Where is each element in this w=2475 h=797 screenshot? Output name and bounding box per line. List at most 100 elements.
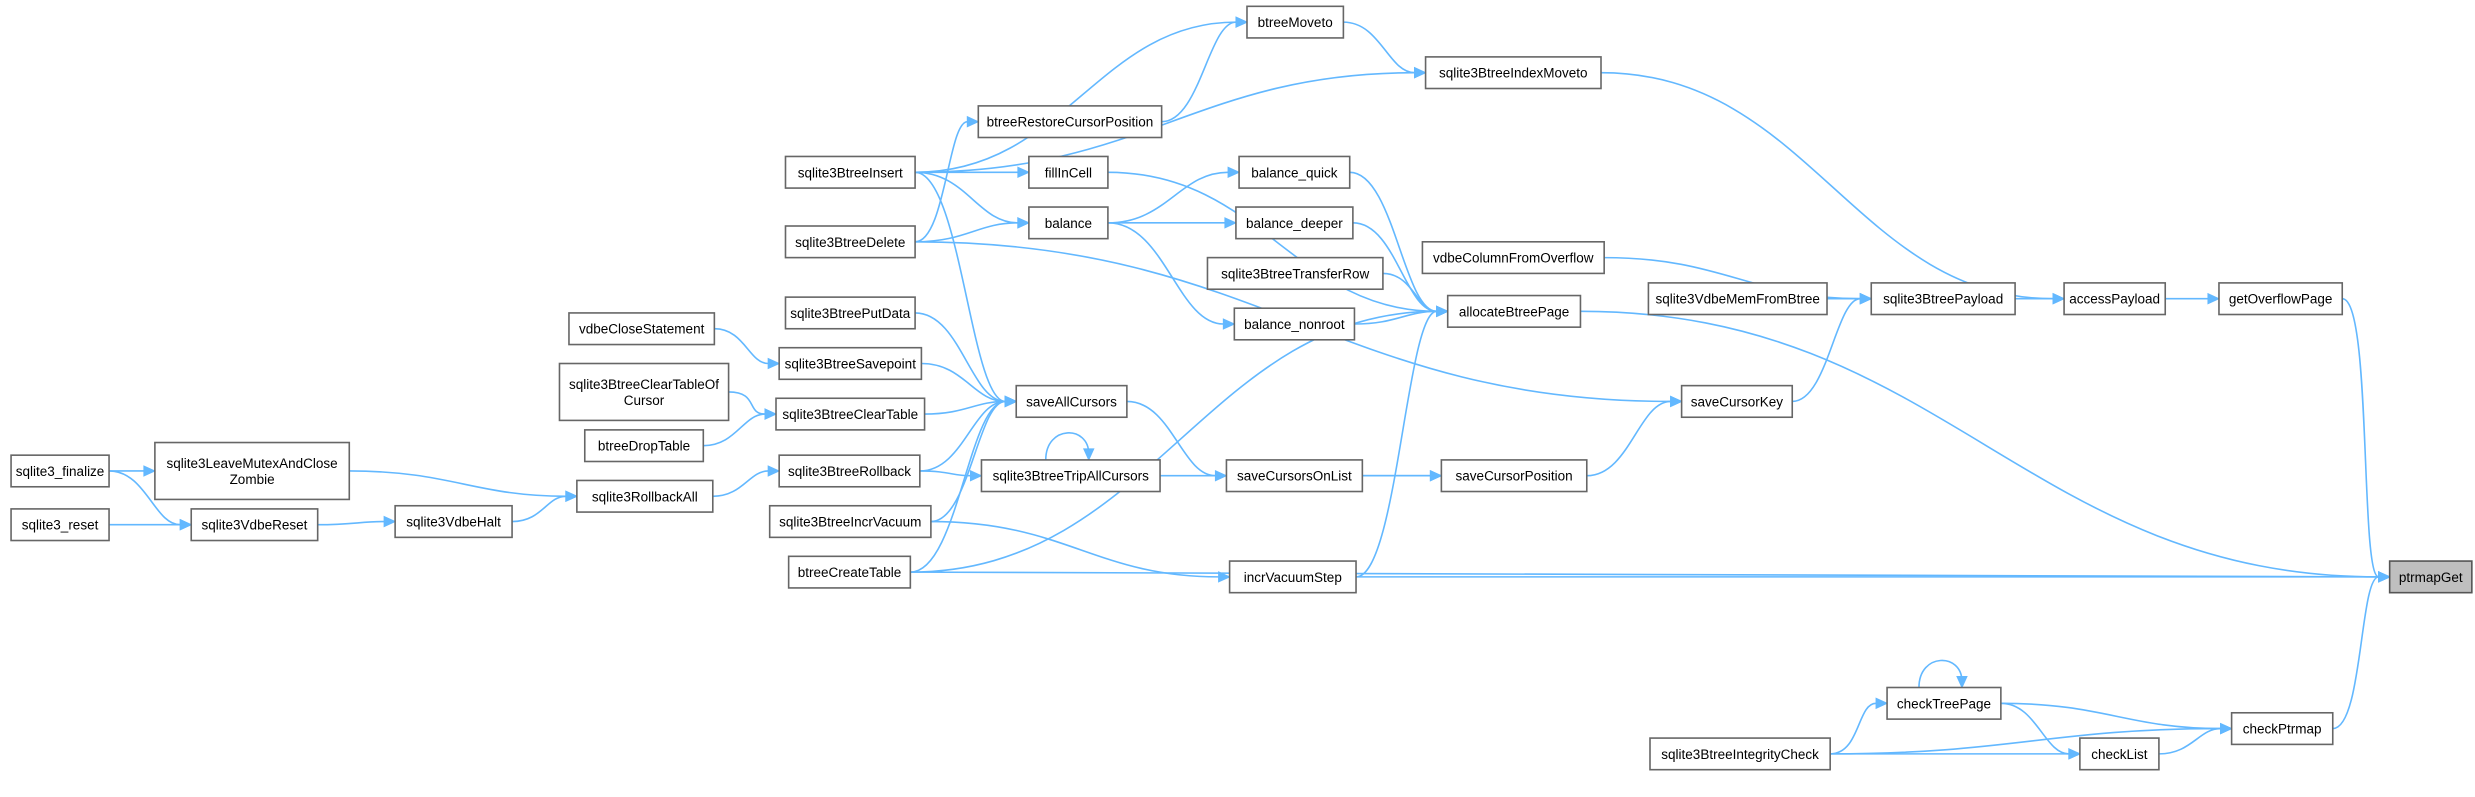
edge-access-payload-to-get-overflow-page bbox=[2165, 292, 2221, 305]
node-check-ptrmap[interactable]: checkPtrmap bbox=[2230, 711, 2334, 746]
node-btree-drop-table[interactable]: btreeDropTable bbox=[583, 429, 705, 463]
node-get-overflow-page[interactable]: getOverflowPage bbox=[2218, 282, 2344, 316]
node-rollback-all[interactable]: sqlite3RollbackAll bbox=[576, 479, 714, 513]
edge-line bbox=[1107, 222, 1224, 325]
node-allocate-btree-page[interactable]: allocateBtreePage bbox=[1446, 294, 1582, 328]
node-btree-rollback[interactable]: sqlite3BtreeRollback bbox=[778, 454, 921, 488]
node-check-list[interactable]: checkList bbox=[2079, 737, 2160, 771]
node-ptrmap-get[interactable]: ptrmapGet bbox=[2388, 560, 2473, 594]
node-label: balance bbox=[1045, 216, 1092, 231]
edge-line bbox=[1354, 310, 1437, 325]
node-integrity-check[interactable]: sqlite3BtreeIntegrityCheck bbox=[1649, 737, 1831, 771]
edge-line bbox=[1792, 297, 1861, 403]
edge-btree-create-table-to-save-all-cursors bbox=[910, 395, 1018, 573]
node-vdbe-mem-from-btree[interactable]: sqlite3VdbeMemFromBtree bbox=[1647, 282, 1828, 316]
node-label: btreeDropTable bbox=[598, 439, 690, 454]
edge-vdbe-close-statement-to-btree-savepoint bbox=[714, 327, 781, 370]
node-balance-nonroot[interactable]: balance_nonroot bbox=[1233, 307, 1356, 341]
node-label: fillInCell bbox=[1045, 165, 1092, 180]
arrow-head bbox=[2068, 748, 2082, 760]
node-label: sqlite3BtreeRollback bbox=[788, 464, 911, 479]
arrow-head bbox=[2052, 292, 2066, 305]
arrow-head bbox=[1235, 16, 1249, 28]
node-btree-delete[interactable]: sqlite3BtreeDelete bbox=[784, 225, 916, 259]
node-save-all-cursors[interactable]: saveAllCursors bbox=[1015, 384, 1128, 419]
node-save-cursor-key[interactable]: saveCursorKey bbox=[1680, 384, 1794, 419]
node-index-moveto[interactable]: sqlite3BtreeIndexMoveto bbox=[1424, 56, 1602, 90]
node-btree-restore-cursor-position[interactable]: btreeRestoreCursorPosition bbox=[977, 105, 1163, 139]
edge-line bbox=[915, 171, 1018, 224]
edge-btree-delete-to-balance bbox=[915, 217, 1031, 243]
node-label: checkPtrmap bbox=[2243, 722, 2322, 737]
edge-line bbox=[1355, 310, 1437, 578]
node-vdbe-reset[interactable]: sqlite3VdbeReset bbox=[190, 508, 319, 542]
node-box bbox=[190, 508, 319, 542]
edge-rollback-all-to-btree-rollback bbox=[712, 465, 781, 498]
node-box bbox=[583, 429, 705, 463]
node-label: vdbeColumnFromOverflow bbox=[1433, 251, 1594, 266]
node-label: sqlite3BtreeClearTableOf bbox=[569, 377, 719, 392]
edge-line bbox=[349, 470, 566, 498]
arrow-head bbox=[2378, 571, 2391, 583]
node-label: btreeRestoreCursorPosition bbox=[987, 115, 1154, 130]
node-vdbe-column-from-overflow[interactable]: vdbeColumnFromOverflow bbox=[1421, 241, 1605, 275]
node-label: sqlite3BtreeIncrVacuum bbox=[779, 515, 921, 530]
node-btree-incr-vacuum[interactable]: sqlite3BtreeIncrVacuum bbox=[768, 504, 932, 539]
node-btree-insert[interactable]: sqlite3BtreeInsert bbox=[784, 155, 916, 189]
edge-line bbox=[512, 495, 566, 523]
node-box bbox=[787, 555, 912, 589]
node-btree-savepoint[interactable]: sqlite3BtreeSavepoint bbox=[778, 346, 923, 381]
node-save-cursors-on-list[interactable]: saveCursorsOnList bbox=[1225, 459, 1364, 493]
edge-line bbox=[703, 413, 766, 447]
node-balance[interactable]: balance bbox=[1028, 206, 1109, 240]
node-btree-put-data[interactable]: sqlite3BtreePutData bbox=[784, 296, 916, 330]
node-label: sqlite3RollbackAll bbox=[592, 489, 698, 504]
node-btree-create-table[interactable]: btreeCreateTable bbox=[787, 555, 912, 589]
node-balance-deeper[interactable]: balance_deeper bbox=[1235, 206, 1354, 240]
node-box bbox=[2063, 282, 2167, 316]
node-incr-vacuum-step[interactable]: incrVacuumStep bbox=[1228, 560, 1357, 594]
node-box bbox=[2230, 711, 2334, 746]
arrow-head bbox=[1956, 676, 1968, 689]
node-sqlite3-reset[interactable]: sqlite3_reset bbox=[10, 508, 110, 542]
node-transfer-row[interactable]: sqlite3BtreeTransferRow bbox=[1206, 256, 1384, 291]
edge-get-overflow-page-to-ptrmap-get bbox=[2341, 297, 2391, 583]
node-box bbox=[576, 479, 714, 513]
edge-save-cursor-key-to-btree-payload bbox=[1792, 292, 1873, 403]
edge-sqlite3-reset-to-vdbe-reset bbox=[109, 518, 193, 531]
edge-line bbox=[1044, 432, 1090, 460]
arrow-head bbox=[179, 518, 193, 531]
node-layer: sqlite3_finalize sqlite3_reset sqlite3Leav… bbox=[10, 5, 2473, 771]
node-box bbox=[1870, 282, 2016, 316]
node-vdbe-close-statement[interactable]: vdbeCloseStatement bbox=[568, 312, 716, 346]
node-box bbox=[1233, 307, 1356, 341]
node-access-payload[interactable]: accessPayload bbox=[2063, 282, 2167, 316]
edge-line bbox=[2000, 702, 2221, 730]
node-balance-quick[interactable]: balance_quick bbox=[1238, 155, 1351, 189]
node-sqlite3-finalize[interactable]: sqlite3_finalize bbox=[10, 454, 110, 488]
edge-line bbox=[930, 520, 1219, 578]
edge-balance-to-balance-quick bbox=[1107, 166, 1241, 224]
node-label: sqlite3BtreeIntegrityCheck bbox=[1661, 747, 1819, 762]
edge-line bbox=[1161, 21, 1237, 123]
node-trip-all-cursors[interactable]: sqlite3BtreeTripAllCursors bbox=[980, 459, 1161, 493]
node-fill-in-cell[interactable]: fillInCell bbox=[1028, 155, 1109, 189]
edge-line bbox=[1830, 702, 1877, 755]
node-btree-payload[interactable]: sqlite3BtreePayload bbox=[1870, 282, 2016, 316]
arrow-head bbox=[969, 469, 983, 482]
arrow-head bbox=[1017, 166, 1031, 179]
arrow-head bbox=[767, 465, 781, 477]
node-vdbe-halt[interactable]: sqlite3VdbeHalt bbox=[394, 504, 513, 539]
node-label: btreeCreateTable bbox=[798, 565, 902, 580]
edge-line bbox=[2000, 702, 2069, 755]
edge-line bbox=[317, 520, 385, 526]
arrow-head bbox=[1859, 292, 1873, 305]
node-check-tree-page[interactable]: checkTreePage bbox=[1886, 686, 2002, 720]
node-btree-moveto[interactable]: btreeMoveto bbox=[1246, 5, 1345, 39]
node-save-cursor-position[interactable]: saveCursorPosition bbox=[1440, 459, 1588, 493]
node-btree-clear-table[interactable]: sqlite3BtreeClearTable bbox=[775, 397, 926, 431]
node-box bbox=[2388, 560, 2473, 594]
node-box bbox=[1649, 737, 1831, 771]
